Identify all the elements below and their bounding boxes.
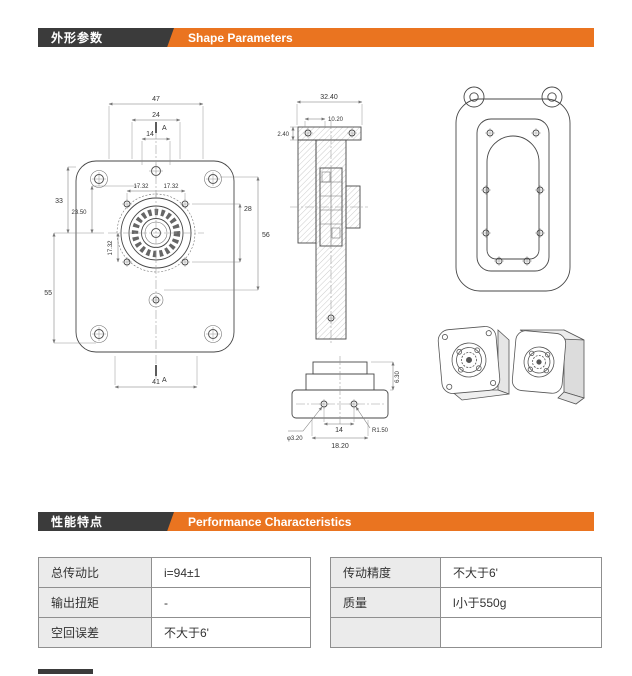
iso-view-2 — [511, 329, 585, 405]
dim-1020: 10.20 — [328, 117, 344, 123]
spec-value: 不大于6' — [151, 617, 311, 648]
section-header-shape-en: Shape Parameters — [188, 30, 293, 45]
table-row: 质量 l小于550g — [330, 587, 602, 618]
dim-56: 56 — [262, 232, 270, 239]
table-row: 空回误差 不大于6' — [38, 617, 311, 648]
table-row: 输出扭矩 - — [38, 587, 311, 618]
section-header-shape-zh: 外形参数 — [38, 28, 174, 47]
dim-2350: 23.50 — [71, 210, 87, 216]
dim-r150: R1.50 — [372, 428, 389, 434]
spec-label: 传动精度 — [330, 557, 441, 588]
iso-view-1 — [437, 326, 510, 401]
table-row: 总传动比 i=94±1 — [38, 557, 311, 588]
side-dimensions: 32.40 10.20 2.40 — [277, 94, 363, 141]
spec-label: 输出扭矩 — [38, 587, 152, 618]
dim-1732-left: 17.32 — [133, 184, 149, 190]
table-row — [330, 617, 602, 648]
dim-24: 24 — [152, 112, 160, 119]
section-label-a-bottom: A — [162, 377, 167, 384]
table-row: 传动精度 不大于6' — [330, 557, 602, 588]
side-section-view — [290, 120, 368, 345]
dim-33: 33 — [55, 198, 63, 205]
back-view — [455, 86, 571, 292]
dim-1732-vert: 17.32 — [108, 240, 114, 256]
dim-41: 41 — [152, 379, 160, 386]
section-label-a-top: A — [162, 125, 167, 132]
dim-14-bottom: 14 — [335, 427, 343, 434]
spec-table-right: 传动精度 不大于6' 质量 l小于550g — [330, 557, 602, 648]
dim-240: 2.40 — [277, 132, 289, 138]
dim-47: 47 — [152, 96, 160, 103]
dim-dia320: φ3.20 — [287, 436, 303, 442]
section-header-shape: 外形参数 Shape Parameters — [38, 28, 594, 47]
section-header-performance-en: Performance Characteristics — [188, 514, 352, 529]
bottom-dimensions: 6.30 φ3.20 R1.50 14 18.20 — [287, 361, 401, 450]
dim-1820: 18.20 — [331, 443, 349, 450]
front-view — [75, 122, 235, 380]
spec-label: 质量 — [330, 587, 441, 618]
section-header-performance: 性能特点 Performance Characteristics — [38, 512, 594, 531]
spec-value: - — [151, 587, 311, 618]
spec-value: i=94±1 — [151, 557, 311, 588]
spec-value: 不大于6' — [440, 557, 602, 588]
section-header-performance-zh: 性能特点 — [38, 512, 174, 531]
dim-630: 6.30 — [395, 371, 401, 383]
dim-55: 55 — [44, 290, 52, 297]
dim-28: 28 — [244, 206, 252, 213]
spec-label: 总传动比 — [38, 557, 152, 588]
footer-mark — [38, 669, 93, 674]
spec-value: l小于550g — [440, 587, 602, 618]
spec-table-left: 总传动比 i=94±1 输出扭矩 - 空回误差 不大于6' — [38, 557, 311, 648]
dim-1732-right: 17.32 — [163, 184, 179, 190]
front-dimensions: 47 24 14 A A 17.32 17.32 33 23.50 28 56 … — [44, 96, 270, 389]
spec-label: 空回误差 — [38, 617, 152, 648]
spec-label — [330, 617, 441, 648]
spec-value — [440, 617, 602, 648]
bottom-view — [291, 356, 389, 424]
dim-3240: 32.40 — [320, 94, 338, 101]
dim-14: 14 — [146, 131, 154, 138]
